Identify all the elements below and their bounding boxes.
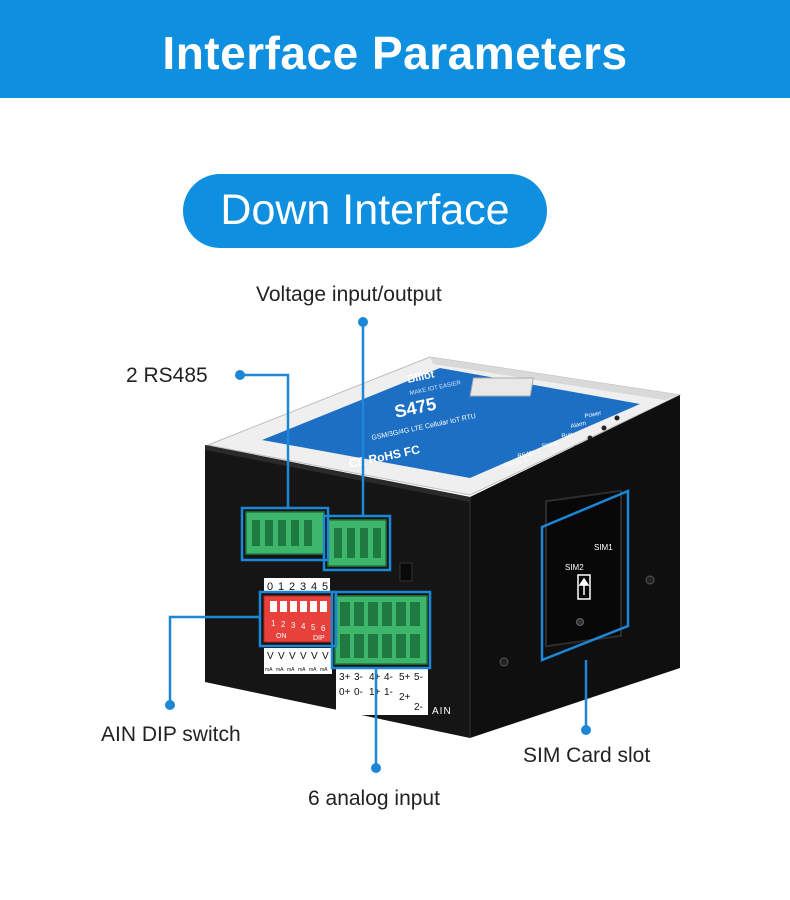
- current-mark-1: mA: [276, 667, 284, 673]
- dip-number-1: 1: [278, 581, 284, 593]
- rs485-terminal-block: [245, 511, 325, 555]
- dip-switch-1: 1: [271, 619, 276, 628]
- ain-top-label-4: 5+: [399, 672, 411, 683]
- dip-switch-2: 2: [281, 620, 286, 629]
- page-title: Interface Parameters: [162, 27, 628, 79]
- dip-switch-5: 5: [311, 623, 316, 632]
- ain-top-label-3: 4-: [384, 672, 393, 683]
- sim2-label: SIM2: [565, 563, 584, 572]
- dip-label: DIP: [313, 635, 325, 642]
- indicator-status-label: Status: [541, 441, 559, 450]
- current-mark-2: mA: [287, 667, 295, 673]
- dip-switch-6: 6: [321, 624, 326, 633]
- current-mark-5: mA: [320, 667, 328, 673]
- ain-top-label-5: 5-: [414, 672, 423, 683]
- indicator-rs485-2-label: RS485-2: [504, 458, 529, 469]
- ain-bottom-label-3: 1-: [384, 687, 393, 698]
- ain-dip-switch: 1 2 3 4 5 6 ON DIP: [263, 595, 333, 643]
- ain-bottom-label-5: 2-: [414, 702, 423, 713]
- indicator-alarm-label: Alarm: [570, 421, 587, 430]
- current-mark-0: mA: [265, 667, 273, 673]
- current-mark-4: mA: [309, 667, 317, 673]
- sim1-label: SIM1: [594, 543, 613, 552]
- callout-rs485: 2 RS485: [126, 364, 208, 387]
- dip-number-0: 0: [267, 581, 273, 593]
- section-title: Down Interface: [220, 186, 510, 234]
- dip-switch-3: 3: [291, 621, 296, 630]
- voltage-terminal-block: [327, 519, 387, 567]
- ain-top-label-0: 3+: [339, 672, 351, 683]
- dip-number-row: 0 1 2 3 4 5: [264, 578, 330, 593]
- indicator-run-label: Run: [561, 432, 573, 440]
- ain-top-label-1: 3-: [354, 672, 363, 683]
- dip-number-4: 4: [311, 581, 317, 593]
- callout-sim: SIM Card slot: [523, 744, 651, 767]
- device-brand: Bliiot: [406, 368, 436, 386]
- dip-number-5: 5: [322, 581, 328, 593]
- ain-bottom-label-4: 2+: [399, 692, 411, 703]
- voltage-mark-3: V: [300, 651, 307, 662]
- ain-top-label-2: 4+: [369, 672, 381, 683]
- voltage-mark-4: V: [311, 651, 318, 662]
- ain-label: AIN: [432, 706, 452, 717]
- ain-bottom-label-1: 0-: [354, 687, 363, 698]
- current-mark-3: mA: [298, 667, 306, 673]
- indicator-rs485-1-label: RS485-1: [517, 449, 542, 460]
- dip-number-2: 2: [289, 581, 295, 593]
- section-pill: Down Interface: [183, 174, 547, 248]
- ain-bottom-label-0: 0+: [339, 687, 351, 698]
- callout-ain-dip: AIN DIP switch: [101, 723, 241, 746]
- voltage-current-marks: V V V V V V mA mA mA mA mA mA: [264, 648, 332, 674]
- dip-number-3: 3: [300, 581, 306, 593]
- voltage-mark-2: V: [289, 651, 296, 662]
- indicator-power-label: Power: [584, 411, 602, 420]
- device-top-label: [262, 368, 640, 478]
- dip-on-label: ON: [276, 633, 287, 640]
- analog-input-terminal-block: [334, 595, 428, 665]
- ain-bottom-label-2: 1+: [369, 687, 381, 698]
- callout-analog: 6 analog input: [308, 787, 440, 810]
- callout-voltage: Voltage input/output: [256, 283, 442, 306]
- voltage-mark-0: V: [267, 651, 274, 662]
- dip-switch-4: 4: [301, 622, 306, 631]
- voltage-mark-1: V: [278, 651, 285, 662]
- header-band: Interface Parameters: [0, 0, 790, 98]
- voltage-mark-5: V: [322, 651, 329, 662]
